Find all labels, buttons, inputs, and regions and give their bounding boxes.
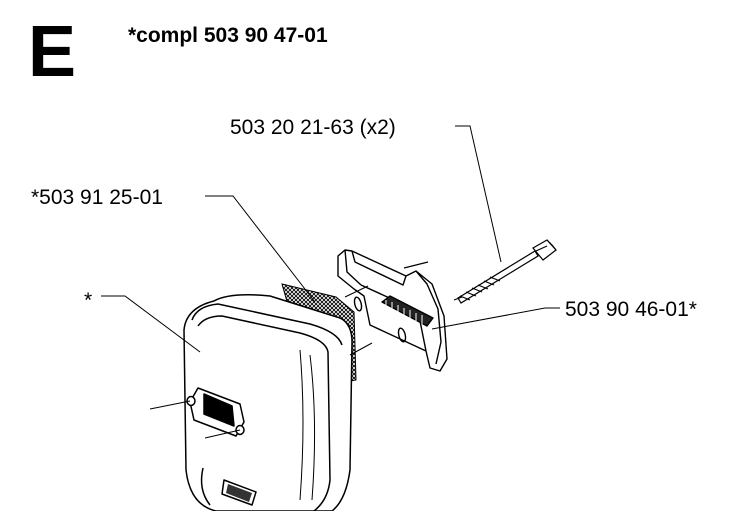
leader-lines [101, 125, 560, 439]
bolt [453, 239, 557, 304]
spark-arrestor-plate [337, 249, 448, 372]
filter-mesh-part-label: *503 91 25-01 [31, 186, 163, 209]
cover-part-label: * [84, 289, 93, 312]
plate-part-label: 503 90 46-01* [565, 298, 697, 321]
section-letter: E [28, 12, 77, 92]
bolt-part-label: 503 20 21-63 (x2) [230, 116, 396, 139]
air-filter-cover [183, 294, 353, 511]
assembly-part-number: *compl 503 90 47-01 [128, 24, 328, 47]
